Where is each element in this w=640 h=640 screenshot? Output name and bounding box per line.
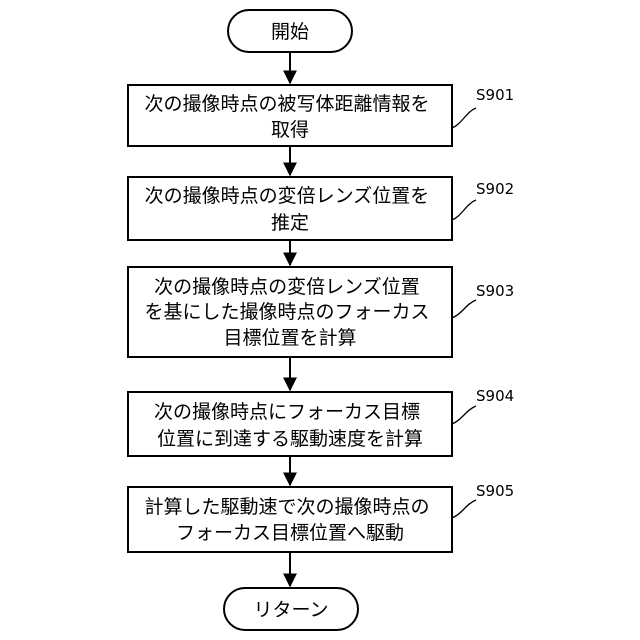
start-terminal: 開始 — [228, 10, 352, 52]
leader-line-s902 — [452, 200, 476, 220]
step-label-s904: S904 — [476, 387, 514, 405]
process-box-s904: 次の撮像時点にフォーカス目標 位置に到達する駆動速度を計算 S904 — [128, 387, 514, 456]
step-label-s902: S902 — [476, 180, 514, 198]
end-terminal: リターン — [224, 588, 358, 630]
process-box-s905: 計算した駆動速で次の撮像時点の フォーカス目標位置へ駆動 S905 — [128, 482, 514, 552]
start-label: 開始 — [271, 21, 309, 43]
step-label-s903: S903 — [476, 282, 514, 300]
leader-line-s903 — [452, 300, 476, 318]
leader-line-s904 — [452, 406, 476, 424]
process-box-s902: 次の撮像時点の変倍レンズ位置を 推定 S902 — [128, 177, 514, 240]
process-box-s901: 次の撮像時点の被写体距離情報を 取得 S901 — [128, 85, 514, 146]
process-box-s903: 次の撮像時点の変倍レンズ位置 を基にした撮像時点のフォーカス 目標位置を計算 S… — [128, 267, 514, 357]
leader-line-s905 — [452, 500, 476, 518]
end-label: リターン — [253, 599, 328, 621]
step-label-s905: S905 — [476, 482, 514, 500]
step-label-s901: S901 — [476, 86, 514, 104]
leader-line-s901 — [452, 108, 476, 128]
